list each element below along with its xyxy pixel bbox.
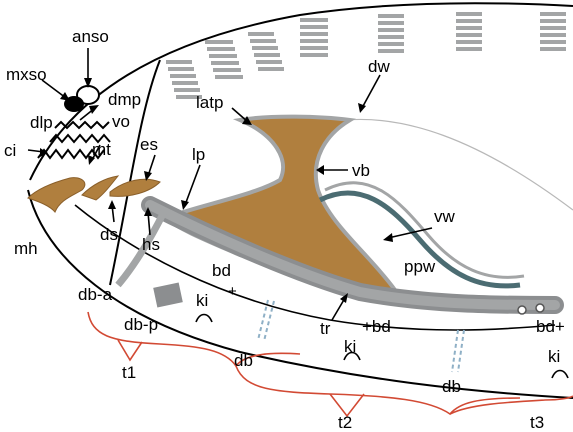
label-db-2: db [442,377,461,396]
label-anso: anso [72,27,109,46]
bar-end-dot-1 [518,306,526,314]
label-ki-2: ki [344,337,356,356]
label-ki-3: ki [548,347,560,366]
label-bd-plus: +bd [362,317,391,336]
label-dlp: dlp [30,113,53,132]
bar-end-dot-2 [536,304,544,312]
ki-hook-1 [196,315,212,323]
label-ppw: ppw [404,257,436,276]
label-db-p: db-p [124,315,158,334]
db-p-block [153,283,183,308]
ki-hook-3 [552,371,568,379]
label-db-1: db [234,351,253,370]
label-vb: vb [352,161,370,180]
label-plus: + [228,283,237,300]
label-mh: mh [14,239,38,258]
label-t3: t3 [530,413,544,432]
label-hs: hs [142,235,160,254]
label-mt: mt [92,140,111,159]
label-dw: dw [368,57,390,76]
label-es: es [140,135,158,154]
label-tr: tr [320,319,331,338]
label-vw: vw [434,207,456,226]
label-ds: ds [100,225,118,244]
label-mxso: mxso [6,65,47,84]
label-bd: bd [212,261,231,280]
vo-teeth-1 [55,122,109,128]
label-dmp: dmp [108,90,141,109]
label-bd-plus-right: bd+ [536,317,565,336]
dorsal-muscle-bands [166,12,566,99]
label-t2: t2 [338,413,352,432]
label-db-a: db-a [78,285,113,304]
label-vo: vo [112,112,130,131]
label-latp: latp [196,93,223,112]
label-ci: ci [4,141,16,160]
label-lp: lp [192,145,205,164]
es-cartilage [110,179,160,196]
label-ki-1: ki [196,291,208,310]
label-t1: t1 [122,363,136,382]
